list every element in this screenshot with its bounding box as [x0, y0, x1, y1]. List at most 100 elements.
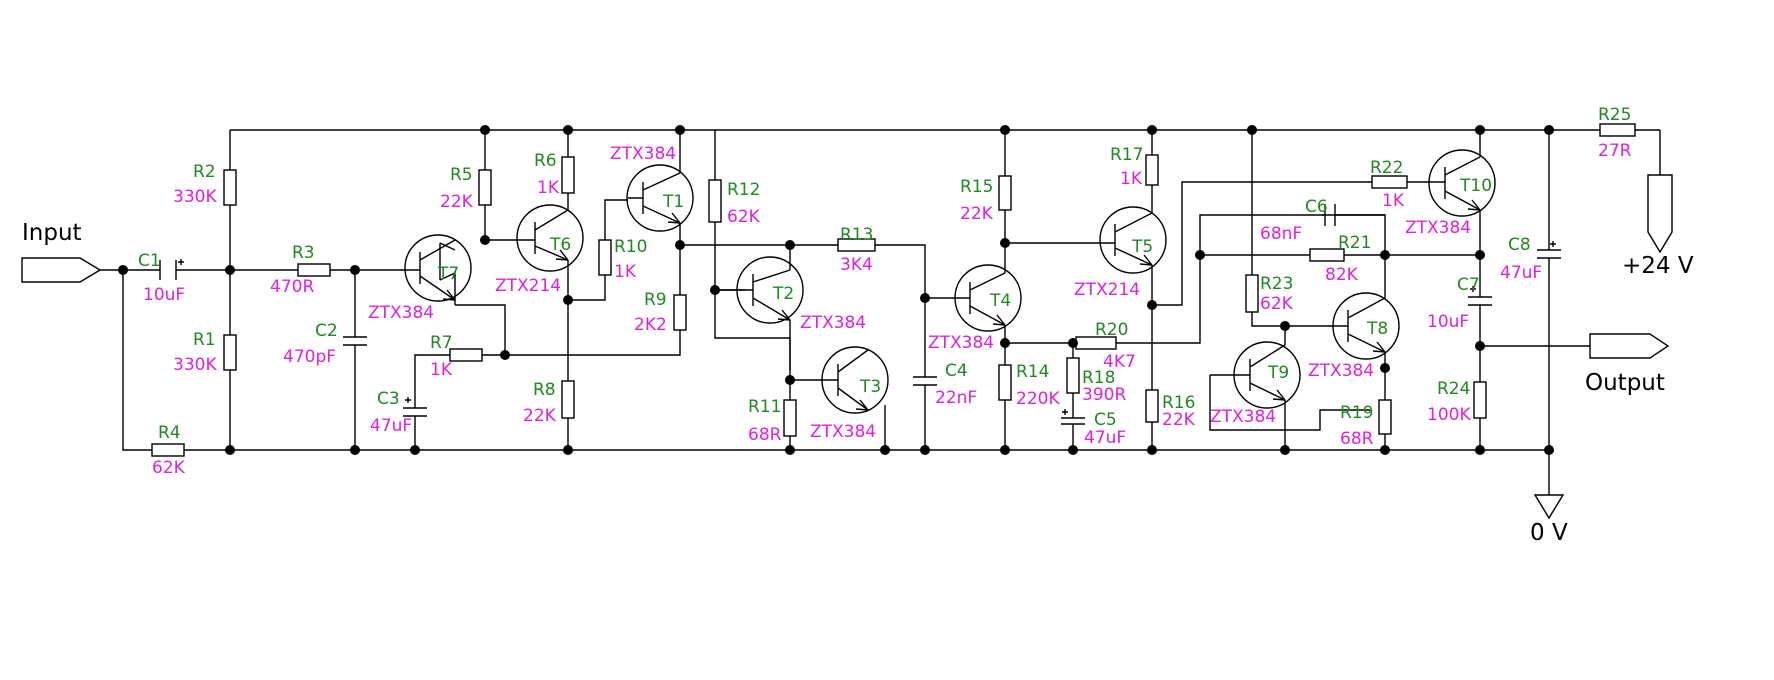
resistor-r16 — [1145, 389, 1159, 423]
transistor-t10 — [1428, 149, 1496, 217]
r2-ref: R2 — [193, 162, 216, 182]
input-port-label: Input — [22, 220, 82, 246]
r19-ref: R19 — [1340, 403, 1373, 423]
c3-ref: C3 — [377, 389, 400, 409]
r24-ref: R24 — [1437, 379, 1470, 399]
r13-ref: R13 — [840, 225, 873, 245]
c7-ref: C7 — [1457, 275, 1480, 295]
port-symbols — [21, 174, 1673, 520]
c1-value: 10uF — [143, 285, 185, 305]
c8-ref: C8 — [1508, 235, 1531, 255]
capacitor-c6 — [1324, 204, 1336, 226]
transistor-t9 — [1210, 326, 1301, 409]
capacitor-c7 — [1468, 286, 1492, 306]
r12-ref: R12 — [727, 180, 760, 200]
r18-ref: R18 — [1082, 368, 1115, 388]
resistor-r3 — [297, 263, 331, 277]
capacitor-c5 — [1061, 409, 1085, 425]
resistor-r18 — [1066, 357, 1080, 394]
transistor-t5 — [1099, 206, 1167, 274]
r21-value: 82K — [1325, 265, 1359, 285]
r4-ref: R4 — [158, 423, 181, 443]
t5-value: ZTX214 — [1074, 280, 1140, 300]
supply-port-label: +24 V — [1622, 253, 1694, 279]
resistor-r21 — [1309, 248, 1345, 262]
capacitors — [159, 204, 1561, 425]
resistor-r13 — [837, 238, 876, 252]
transistor-t2 — [715, 256, 804, 324]
r15-value: 22K — [960, 204, 994, 224]
r12-value: 62K — [727, 207, 761, 227]
ground-port-icon — [1533, 494, 1565, 520]
capacitor-c4 — [913, 376, 937, 386]
t5-ref: T5 — [1131, 237, 1153, 257]
resistor-r2 — [223, 169, 237, 206]
resistor-r12 — [708, 179, 722, 223]
r25-ref: R25 — [1598, 105, 1631, 125]
resistor-r7 — [449, 348, 483, 362]
r11-value: 68R — [748, 425, 782, 445]
r14-value: 220K — [1016, 389, 1060, 409]
resistor-r4 — [151, 443, 185, 457]
c2-ref: C2 — [315, 321, 338, 341]
resistor-r1 — [223, 334, 237, 371]
resistor-r14 — [998, 364, 1012, 401]
r6-value: 1K — [537, 178, 560, 198]
r5-ref: R5 — [450, 165, 473, 185]
r23-value: 62K — [1260, 294, 1294, 314]
resistor-r15 — [998, 175, 1012, 211]
t7-ref: T7 — [437, 264, 459, 284]
port-labels: Input Output +24 V 0 V — [22, 220, 1694, 546]
c8-value: 47uF — [1500, 263, 1542, 283]
t1-ref: T1 — [662, 192, 684, 212]
r24-value: 100K — [1427, 405, 1471, 425]
t6-ref: T6 — [549, 235, 571, 255]
r20-ref: R20 — [1095, 320, 1128, 340]
r3-value: 470R — [270, 277, 314, 297]
r10-ref: R10 — [614, 237, 647, 257]
output-port-icon — [1589, 333, 1670, 359]
capacitor-c2 — [343, 336, 367, 346]
r2-value: 330K — [173, 187, 217, 207]
junction-dots — [118, 125, 1554, 455]
t8-value: ZTX384 — [1308, 361, 1374, 381]
transistor-t4 — [954, 243, 1022, 332]
r11-ref: R11 — [748, 397, 781, 417]
t9-value: ZTX384 — [1210, 407, 1276, 427]
c6-ref: C6 — [1305, 197, 1328, 217]
resistor-r22 — [1371, 175, 1408, 189]
r8-ref: R8 — [533, 380, 556, 400]
t6-value: ZTX214 — [495, 276, 561, 296]
t2-ref: T2 — [772, 284, 794, 304]
resistor-r9 — [673, 294, 687, 331]
r22-value: 1K — [1382, 191, 1405, 211]
r17-value: 1K — [1120, 169, 1143, 189]
r21-ref: R21 — [1338, 233, 1371, 253]
capacitor-c1 — [159, 259, 184, 280]
t10-value: ZTX384 — [1405, 218, 1471, 238]
r16-ref: R16 — [1162, 393, 1195, 413]
ground-port-label: 0 V — [1530, 520, 1568, 546]
capacitor-c3 — [403, 397, 427, 417]
c5-value: 47uF — [1084, 428, 1126, 448]
c4-ref: C4 — [945, 361, 968, 381]
component-labels: R1 330K R2 330K R3 470R R4 62K R5 22K R6… — [138, 105, 1632, 478]
t4-ref: T4 — [989, 291, 1011, 311]
resistor-r6 — [561, 156, 575, 194]
r1-value: 330K — [173, 355, 217, 375]
t2-value: ZTX384 — [800, 313, 866, 333]
output-port-label: Output — [1585, 370, 1665, 396]
transistors — [404, 149, 1496, 414]
r6-ref: R6 — [534, 151, 557, 171]
r19-value: 68R — [1340, 429, 1374, 449]
transistor-t1 — [626, 164, 694, 232]
r8-value: 22K — [523, 406, 557, 426]
r14-ref: R14 — [1016, 362, 1049, 382]
r25-value: 27R — [1598, 141, 1632, 161]
r17-ref: R17 — [1110, 145, 1143, 165]
r7-ref: R7 — [430, 333, 453, 353]
r7-value: 1K — [430, 360, 453, 380]
transistor-t6 — [516, 204, 584, 272]
c3-value: 47uF — [370, 416, 412, 436]
